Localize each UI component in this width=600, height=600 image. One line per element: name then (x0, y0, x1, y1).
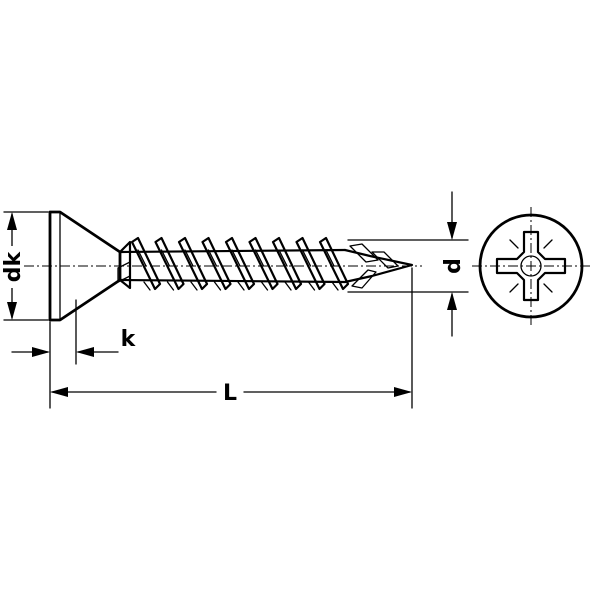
thread-crest (201, 236, 232, 291)
thread-crest (154, 236, 185, 291)
screw-head-end-view (472, 207, 592, 326)
thread-root (184, 249, 198, 291)
screw-threads (117, 236, 350, 291)
k-label: k (121, 327, 137, 352)
d-label: d (441, 258, 466, 274)
thread-root (231, 249, 245, 291)
k-arrow-right (76, 347, 94, 357)
thread-root (254, 249, 269, 291)
thread-crest (295, 236, 326, 291)
thread-root (278, 249, 292, 291)
tip-thread-1 (349, 243, 379, 263)
d-arrow-bottom (447, 292, 457, 310)
thread-crest (224, 236, 256, 291)
dk-arrow-bottom (7, 302, 17, 320)
thread-crest (318, 236, 350, 291)
d-arrow-top (447, 222, 457, 240)
thread-root (137, 249, 151, 291)
tip-thread-3 (351, 269, 377, 289)
k-arrow-left (32, 347, 50, 357)
dimension-dk: dk (1, 211, 49, 321)
L-label: L (223, 381, 237, 406)
thread-crest (177, 236, 209, 291)
dimension-d: d (347, 191, 469, 337)
dk-label: dk (1, 250, 26, 282)
thread-crest (271, 236, 303, 291)
thread-root (160, 249, 175, 291)
pozidriv-tick-marks-icon (509, 239, 553, 293)
tip-outline (343, 248, 414, 284)
thread-root (301, 249, 316, 291)
thread-crest (248, 236, 279, 291)
L-arrow-right (394, 387, 412, 397)
thread-root (207, 249, 222, 291)
thread-root (325, 249, 339, 291)
screw-tip (343, 243, 414, 289)
thread-crest (130, 236, 162, 291)
thread-back-curve (117, 261, 131, 283)
dimension-L: L (50, 267, 413, 409)
recess-center-circle (520, 255, 542, 277)
tip-thread-2 (371, 251, 399, 269)
L-arrow-left (50, 387, 68, 397)
dimension-k: k (11, 299, 137, 409)
dk-arrow-top (7, 212, 17, 230)
pozidriv-cross-recess-icon (495, 230, 567, 302)
